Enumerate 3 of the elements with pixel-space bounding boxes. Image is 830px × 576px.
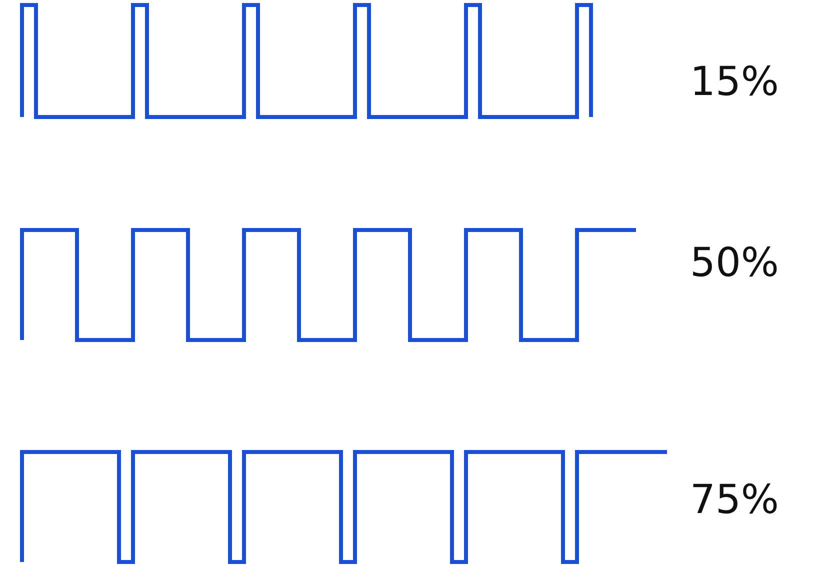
duty-cycle-label: 75%: [690, 480, 779, 520]
duty-cycle-label: 15%: [690, 62, 779, 102]
duty-cycle-label: 50%: [690, 243, 779, 283]
